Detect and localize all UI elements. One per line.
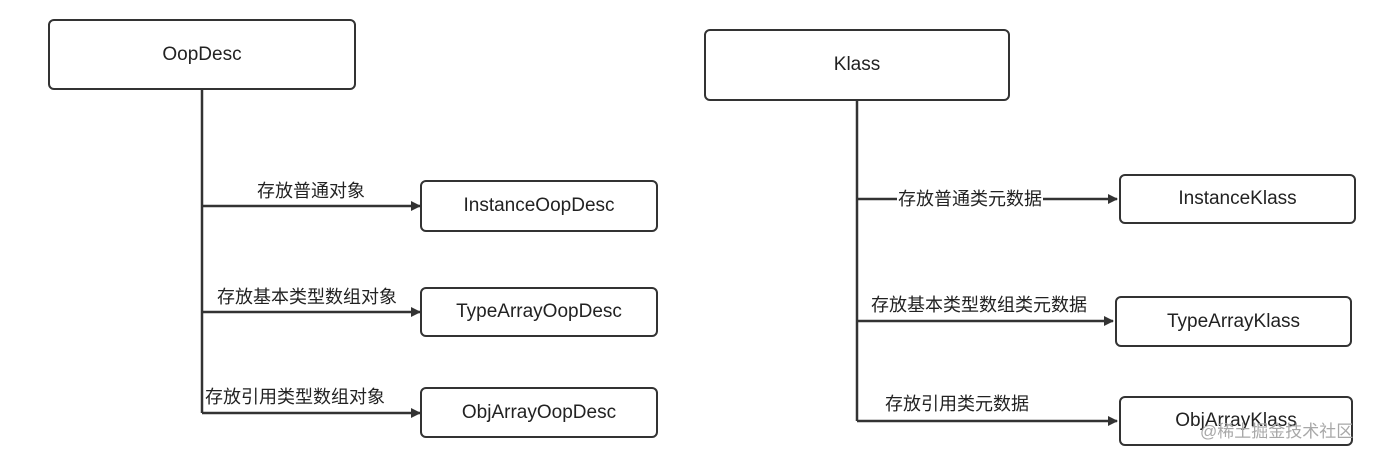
edge-label-objarray-oop: 存放引用类型数组对象 xyxy=(205,387,385,407)
node-label: Klass xyxy=(833,54,881,75)
watermark-text: @稀土掘金技术社区 xyxy=(1200,422,1354,441)
objarray-oopdesc-node[interactable]: ObjArrayOopDesc xyxy=(420,387,658,438)
node-label: TypeArrayOopDesc xyxy=(456,301,622,322)
node-label: InstanceKlass xyxy=(1178,188,1297,209)
klass-root-node[interactable]: Klass xyxy=(704,29,1010,101)
edge-label-objarray-klass: 存放引用类元数据 xyxy=(885,394,1029,414)
oopdesc-root-node[interactable]: OopDesc xyxy=(48,19,356,90)
node-label: OopDesc xyxy=(162,43,242,65)
edge-label-typearray-oop: 存放基本类型数组对象 xyxy=(217,287,397,307)
typearray-klass-node[interactable]: TypeArrayKlass xyxy=(1115,296,1352,347)
instance-oopdesc-node[interactable]: InstanceOopDesc xyxy=(420,180,658,232)
node-label: InstanceOopDesc xyxy=(463,195,615,216)
edge-label-instance-oop: 存放普通对象 xyxy=(257,181,365,201)
node-label: TypeArrayKlass xyxy=(1166,310,1301,332)
objarray-klass-node[interactable]: ObjArrayKlass xyxy=(1119,396,1353,446)
typearray-oopdesc-node[interactable]: TypeArrayOopDesc xyxy=(420,287,658,337)
instance-klass-node[interactable]: InstanceKlass xyxy=(1119,174,1356,224)
node-label: ObjArrayKlass xyxy=(1175,410,1297,431)
edge-label-typearray-klass: 存放基本类型数组类元数据 xyxy=(871,295,1087,315)
node-label: ObjArrayOopDesc xyxy=(461,401,617,423)
edge-label-instance-klass: 存放普通类元数据 xyxy=(897,188,1043,210)
